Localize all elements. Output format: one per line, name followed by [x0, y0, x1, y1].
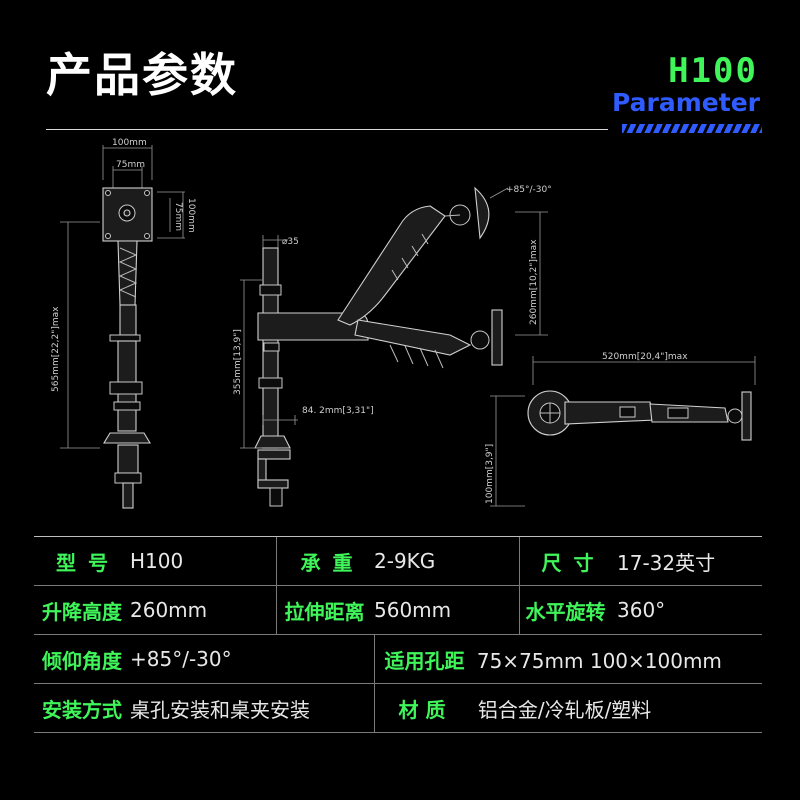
spec-row: 安装方式 桌孔安装和桌夹安装 材 质 铝合金/冷轧板/塑料	[34, 683, 762, 733]
spec-label-load: 承重	[300, 550, 365, 575]
spec-label-tilt: 倾仰角度	[34, 634, 130, 684]
model-badge: H100	[668, 51, 758, 91]
spec-value-model: H100	[130, 536, 276, 586]
spec-value-lift: 260mm	[130, 585, 276, 635]
spec-table: 型号 H100 承重 2-9KG 尺寸 17-32英寸 升降高度 260mm 拉…	[34, 536, 762, 733]
spec-value-material: 铝合金/冷轧板/塑料	[477, 697, 652, 722]
dim-hole-height: 75mm	[173, 202, 183, 231]
dim-plate-height: 100mm	[186, 198, 196, 233]
spec-label-reach: 拉伸距离	[275, 585, 374, 635]
spec-row: 型号 H100 承重 2-9KG 尺寸 17-32英寸	[34, 536, 762, 586]
stripe-decoration	[622, 124, 762, 133]
dim-lift: 260mm[10,2"]max	[529, 239, 539, 325]
title-divider	[46, 129, 608, 130]
spec-value-mount: 桌孔安装和桌夹安装	[130, 683, 374, 733]
spec-value-vesa: 75×75mm 100×100mm	[476, 648, 722, 673]
spec-label-mount: 安装方式	[34, 683, 130, 733]
subtitle: Parameter	[612, 88, 760, 117]
page-title: 产品参数	[46, 48, 238, 102]
spec-label-model: 型号	[56, 550, 120, 575]
side-view: ⌀35 +85°/-30° 260mm[10,2"]max	[233, 185, 552, 507]
spec-label-material: 材 质	[398, 697, 446, 722]
dim-base-height: 100mm[3,9"]	[485, 444, 495, 504]
spec-label-rotation: 水平旋转	[518, 585, 617, 635]
front-view: 100mm 75mm 75mm 100mm 565mm[22,2"]max	[51, 138, 196, 509]
technical-drawing: 100mm 75mm 75mm 100mm 565mm[22,2"]max	[51, 138, 756, 509]
front-base	[103, 432, 151, 444]
dim-plate-width: 100mm	[112, 138, 147, 148]
top-view: 520mm[20,4"]max 100mm[3,9"]	[485, 352, 756, 507]
spec-value-size: 17-32英寸	[617, 536, 762, 586]
spec-label-size: 尺寸	[541, 550, 606, 575]
spec-label-vesa: 适用孔距	[384, 648, 465, 673]
spec-row: 倾仰角度 +85°/-30° 适用孔距 75×75mm 100×100mm	[34, 634, 762, 684]
spec-row: 升降高度 260mm 拉伸距离 560mm 水平旋转 360°	[34, 585, 762, 635]
dim-clamp-offset: 84. 2mm[3,31"]	[302, 406, 374, 416]
spec-value-rotation: 360°	[617, 585, 762, 635]
spec-value-load: 2-9KG	[374, 536, 519, 586]
dim-reach: 520mm[20,4"]max	[602, 352, 688, 362]
dim-tilt: +85°/-30°	[506, 185, 552, 195]
dim-pole-diameter: ⌀35	[282, 237, 299, 247]
dim-max-height: 565mm[22,2"]max	[51, 306, 61, 392]
dim-pole-height: 355mm[13,9"]	[233, 329, 243, 395]
spec-label-lift: 升降高度	[34, 585, 130, 635]
spec-value-reach: 560mm	[374, 585, 519, 635]
spec-value-tilt: +85°/-30°	[130, 634, 374, 684]
dim-hole-width: 75mm	[116, 160, 145, 170]
